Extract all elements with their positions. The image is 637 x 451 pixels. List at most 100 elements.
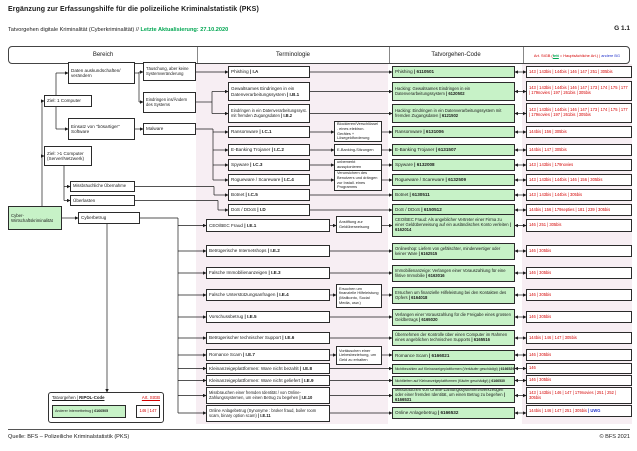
note-text: Verunsichern des Benutzers und drängen z…: [337, 170, 378, 190]
articles-text: 143 | 143bis | 144bis | 305bis: [529, 191, 583, 197]
legend-code-box: Anderer Internetbetrug6166505: [52, 405, 126, 418]
term-id: I.C.2: [270, 147, 284, 152]
node-label: Cyberbetrug: [81, 215, 107, 221]
node-label: Cyber-Wirtschaftskriminalität: [11, 212, 53, 223]
code-label: Immobilienanzeige: Verlangen einer Vorau…: [395, 267, 506, 278]
term-label: Eindringen in ein Datenverarbeitungssyst…: [231, 107, 307, 118]
code-number: 6120502: [445, 91, 465, 96]
term-label: Kleinanzeigeplattformen: Ware nicht geli…: [209, 377, 301, 383]
legend-articles-box: 146 | 147: [136, 405, 160, 418]
footer-divider: [8, 429, 630, 430]
articles-text: 146 | 305bis: [529, 351, 552, 357]
code-label: Romance Scam: [395, 352, 428, 358]
art-header-text: Art. StGB (: [533, 52, 553, 58]
term-label: Betrügerische Internetshops: [209, 248, 267, 254]
code-number: 6165020: [418, 317, 438, 322]
code-label: Hacking: Eindringen in ein Datenverarbei…: [395, 107, 502, 118]
tatvorgehen-code-box: CEO/BEC Fraud: Als angeblicher Vertreter…: [392, 214, 515, 237]
term-label: Falsche Immobilienanzeigen: [209, 270, 268, 276]
term-label: Gewaltsames Eindringen in ein Datenverar…: [231, 86, 295, 97]
articles-text: 143 | 143bis | 144bis | 146 | 147 | 251 …: [529, 68, 613, 74]
stgb-articles-box: 146 | 305bis: [526, 349, 632, 361]
code-label: Phishing: [395, 69, 413, 75]
term-box: VorschussbetrugI.E.5: [206, 311, 330, 323]
tatvorgehen-code-box: Nichtliefern auf Kleinanzeigeplattformen…: [392, 376, 515, 386]
code-label: Rogueware / Scareware: [395, 177, 445, 183]
stgb-articles-box: 143 | 143bis | 144bis | 146 | 147 | 251 …: [526, 66, 632, 78]
term-label: Romance Scam: [209, 352, 242, 358]
note-text: unbemerkt ausspionieren: [337, 159, 362, 169]
stgb-articles-box: 143 | 143bis | 144bis | 146 | 156 | 305b…: [526, 174, 632, 186]
page-subtitle: Tatvorgehen digitale Kriminalität (Cyber…: [8, 27, 228, 33]
node-label: Ziel: >1 Computer (Server/Netzwerk): [47, 150, 85, 161]
articles-text: 146: [529, 365, 536, 371]
note-box: Ersuchen um finanzielle Hilfeleistung (M…: [336, 284, 382, 308]
code-number: 6150512: [420, 207, 442, 212]
tatvorgehen-code-box: Missbrauchen von Online-Zahlungssystemen…: [392, 388, 515, 403]
term-box: Betrügerischer technischer SupportI.E.6: [206, 332, 330, 344]
articles-text: 144bis | 147 | 305bis: [529, 146, 567, 152]
node-label: Einsatz von "bösartiger" Software: [71, 123, 120, 134]
term-id: I.E.5: [243, 314, 256, 319]
bereich-node-taeuschung: Täuschung, aber keine Systemveränderung: [143, 62, 196, 81]
stgb-articles-box: 144bis | 146 | 147 | 305bis: [526, 332, 632, 344]
articles-text: 144bis | 146 | 147 | 251 | 305bis: [529, 407, 587, 413]
footer-copyright: © BFS 2021: [599, 434, 630, 440]
bereich-node-eindringen-system: Eindringen ins/Ändern des Systems: [143, 92, 196, 113]
term-label: Kleinanzeigeplattformen: Ware nicht beza…: [209, 365, 299, 371]
legend-title-text: Tatvorgehen |: [52, 395, 80, 400]
articles-text: 146 | 305bis: [529, 291, 552, 297]
bereich-node-ziel-1-computer: Ziel: 1 Computer: [44, 95, 92, 107]
note-text: Anstiftung zur Geldüberweisung: [339, 218, 370, 229]
footer-source: Quelle: BFS – Polizeiliche Kriminalstati…: [8, 434, 130, 440]
header-divider: [523, 47, 524, 63]
subtitle-text: Tatvorgehen digitale Kriminalität (Cyber…: [8, 27, 141, 33]
code-label: Onlineshop: Liefern von gefälschter, min…: [395, 245, 501, 256]
code-label: Ransomware: [395, 129, 423, 135]
term-box: Falsche ImmobilienanzeigenI.E.3: [206, 267, 330, 279]
note-box: Vortäuschen einer Liebesbeziehung, um Ge…: [336, 346, 382, 365]
code-label: Online Anlagebetrug: [395, 410, 437, 416]
term-box: RansomwareI.C.1: [228, 126, 310, 138]
code-number: 6166530: [488, 379, 505, 383]
term-label: Ransomware: [231, 129, 259, 135]
tatvorgehen-code-box: Onlineshop: Liefern von gefälschter, min…: [392, 243, 515, 260]
stgb-articles-box: 143 | 143bis | 144bis | 146 | 147 | 173 …: [526, 103, 632, 123]
articles-text: 146 | 251 | 305bis: [529, 222, 562, 228]
tatvorgehen-code-box: Ersuchen um finanzielle Hilfeleistung be…: [392, 287, 515, 304]
term-box: Betrügerische InternetshopsI.E.2: [206, 245, 330, 257]
tatvorgehen-code-box: Ransomware6131006: [392, 126, 515, 138]
note-text: Vortäuschen einer Liebesbeziehung, um Ge…: [339, 347, 376, 362]
code-label: Hacking: Gewaltsames Eindringen in ein D…: [395, 85, 471, 96]
legend-item: Anderer Internetbetrug6166505: [55, 409, 123, 413]
term-box: Online Anlagebetrug (Synonyme : broker f…: [206, 405, 330, 422]
term-id: I.A: [249, 69, 259, 74]
term-box: E-Banking TrojanerI.C.2: [228, 144, 310, 156]
term-box: CEO/BEC FraudI.E.1: [206, 219, 330, 232]
legend-item-code: 6166505: [91, 409, 108, 413]
code-label: Spyware: [395, 162, 413, 168]
term-id: I.B.1: [286, 92, 300, 97]
code-number: 6166021: [428, 353, 450, 358]
term-id: I.C.4: [280, 177, 294, 182]
node-label: Ziel: 1 Computer: [47, 98, 81, 104]
articles-text: 146 | 305bis: [529, 247, 552, 253]
node-label: Daten auskundschaften/ verändern: [71, 67, 121, 78]
header-divider: [389, 47, 390, 63]
page-title: Ergänzung zur Erfassungshilfe für die po…: [8, 6, 259, 13]
stgb-articles-box: 146 | 251 | 305bis: [526, 219, 632, 232]
term-id: I.E.6: [281, 335, 294, 340]
articles-text: 146 | 305bis: [529, 377, 552, 383]
term-id: I.D: [256, 207, 266, 212]
code-label: Nichtbezahlen auf Kleinanzeigeplattforme…: [395, 366, 498, 371]
bereich-node-einsatz-software: Einsatz von "bösartiger" Software: [68, 118, 135, 140]
stgb-articles-box: 144bis | 146 | 147 | 251 | 305bis | UWG: [526, 405, 632, 417]
term-id: I.E.10: [298, 395, 312, 400]
legend-item-label: Anderer Internetbetrug: [55, 409, 92, 414]
term-label: Falsche Unterstützungsanfragen: [209, 292, 276, 298]
code-number: 6164018: [408, 295, 428, 300]
code-number: 6162515: [417, 251, 437, 256]
term-id: I.E.7: [242, 352, 255, 357]
node-label: Missbräuchliche Übernahme: [73, 183, 127, 189]
